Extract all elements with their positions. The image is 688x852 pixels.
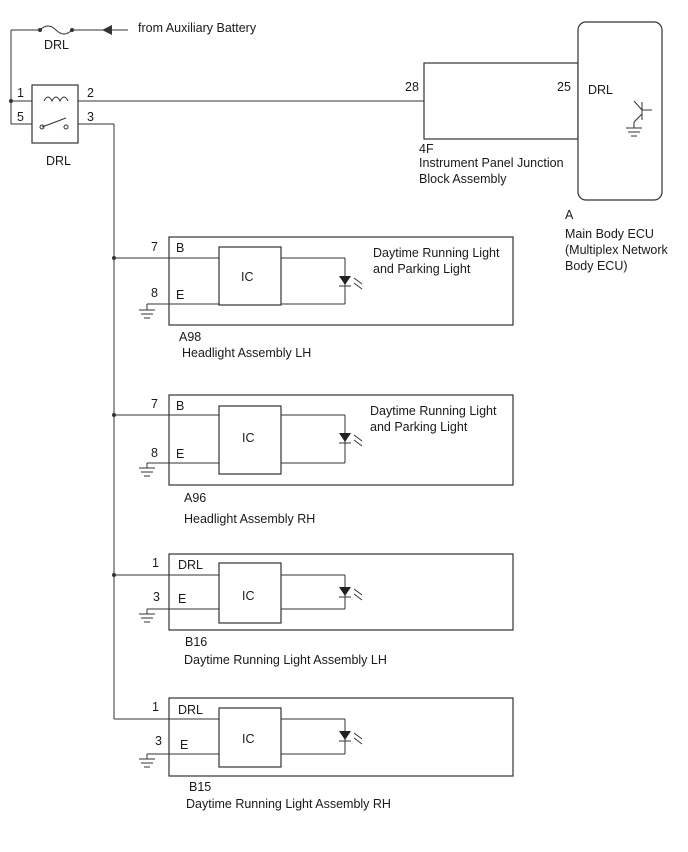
led-icon (339, 276, 363, 290)
b16-name: Daytime Running Light Assembly LH (184, 653, 387, 667)
a96-pin-top: 7 (151, 397, 158, 411)
ground-icon (139, 309, 155, 319)
assembly-b15: 1 DRL 3 E IC B15 Daytime Running Light A… (114, 697, 514, 811)
b15-pin-top: 1 (152, 700, 159, 714)
junction-name-line2: Block Assembly (419, 172, 507, 186)
b16-term-bot: E (178, 592, 186, 606)
b16-pin-bot: 3 (153, 590, 160, 604)
b15-code: B15 (189, 780, 211, 794)
b15-pin-bot: 3 (155, 734, 162, 748)
b16-pin-top: 1 (152, 556, 159, 570)
a96-name: Headlight Assembly RH (184, 512, 315, 526)
a98-pin-bot: 8 (151, 286, 158, 300)
source-note: from Auxiliary Battery (138, 21, 257, 35)
a96-pin-bot: 8 (151, 446, 158, 460)
b16-term-top: DRL (178, 558, 203, 572)
b15-term-bot: E (180, 738, 188, 752)
junction-pin-25: 25 (557, 80, 571, 94)
relay-pin-2: 2 (87, 86, 94, 100)
junction-pin-28: 28 (405, 80, 419, 94)
a98-pin-top: 7 (151, 240, 158, 254)
ecu-name-line3: Body ECU) (565, 259, 628, 273)
junction-block: 28 25 4F Instrument Panel Junction Block… (405, 62, 579, 186)
led-icon (339, 587, 363, 601)
b15-ic-label: IC (242, 732, 255, 746)
b15-term-top: DRL (178, 703, 203, 717)
junction-code: 4F (419, 142, 434, 156)
relay-pin-5: 5 (17, 110, 24, 124)
drl-relay: 1 5 2 3 DRL (17, 84, 94, 168)
ecu-name-line2: (Multiplex Network (565, 243, 669, 257)
fuse-label: DRL (44, 38, 69, 52)
relay-pin-1: 1 (17, 86, 24, 100)
assembly-a96: 7 B 8 E IC Daytime Running Light and Par… (114, 394, 514, 526)
relay-coil-symbol (43, 96, 69, 103)
a98-desc-line1: Daytime Running Light (373, 246, 500, 260)
a96-desc-line1: Daytime Running Light (370, 404, 497, 418)
a98-name: Headlight Assembly LH (182, 346, 311, 360)
a98-ic-label: IC (241, 270, 254, 284)
assembly-b16: 1 DRL 3 E IC B16 Daytime Running Light A… (114, 553, 514, 667)
junction-name-line1: Instrument Panel Junction (419, 156, 564, 170)
led-icon (339, 731, 363, 745)
fuse-symbol (39, 25, 73, 35)
a96-term-top: B (176, 399, 184, 413)
relay-pin-3: 3 (87, 110, 94, 124)
led-icon (339, 433, 363, 447)
b16-code: B16 (185, 635, 207, 649)
ground-icon (139, 467, 155, 477)
a96-code: A96 (184, 491, 206, 505)
ground-icon (626, 127, 642, 137)
a96-ic-label: IC (242, 431, 255, 445)
arrow-left-icon (102, 25, 112, 35)
assembly-a98: 7 B 8 E IC Daytime Running Light and Par… (114, 236, 514, 360)
b16-ic-label: IC (242, 589, 255, 603)
ground-icon (139, 758, 155, 768)
ecu-terminal-drl: DRL (588, 83, 613, 97)
a98-desc-line2: and Parking Light (373, 262, 471, 276)
relay-switch-symbol (41, 117, 67, 128)
main-body-ecu: DRL A Main Body ECU (Multiplex Network B… (565, 21, 669, 273)
b15-name: Daytime Running Light Assembly RH (186, 797, 391, 811)
a98-term-top: B (176, 241, 184, 255)
a98-code: A98 (179, 330, 201, 344)
a96-term-bot: E (176, 447, 184, 461)
fuse-section: DRL from Auxiliary Battery (11, 21, 257, 52)
ecu-code: A (565, 208, 574, 222)
ecu-name-line1: Main Body ECU (565, 227, 654, 241)
a98-term-bot: E (176, 288, 184, 302)
ground-icon (139, 613, 155, 623)
a96-desc-line2: and Parking Light (370, 420, 468, 434)
relay-label: DRL (46, 154, 71, 168)
